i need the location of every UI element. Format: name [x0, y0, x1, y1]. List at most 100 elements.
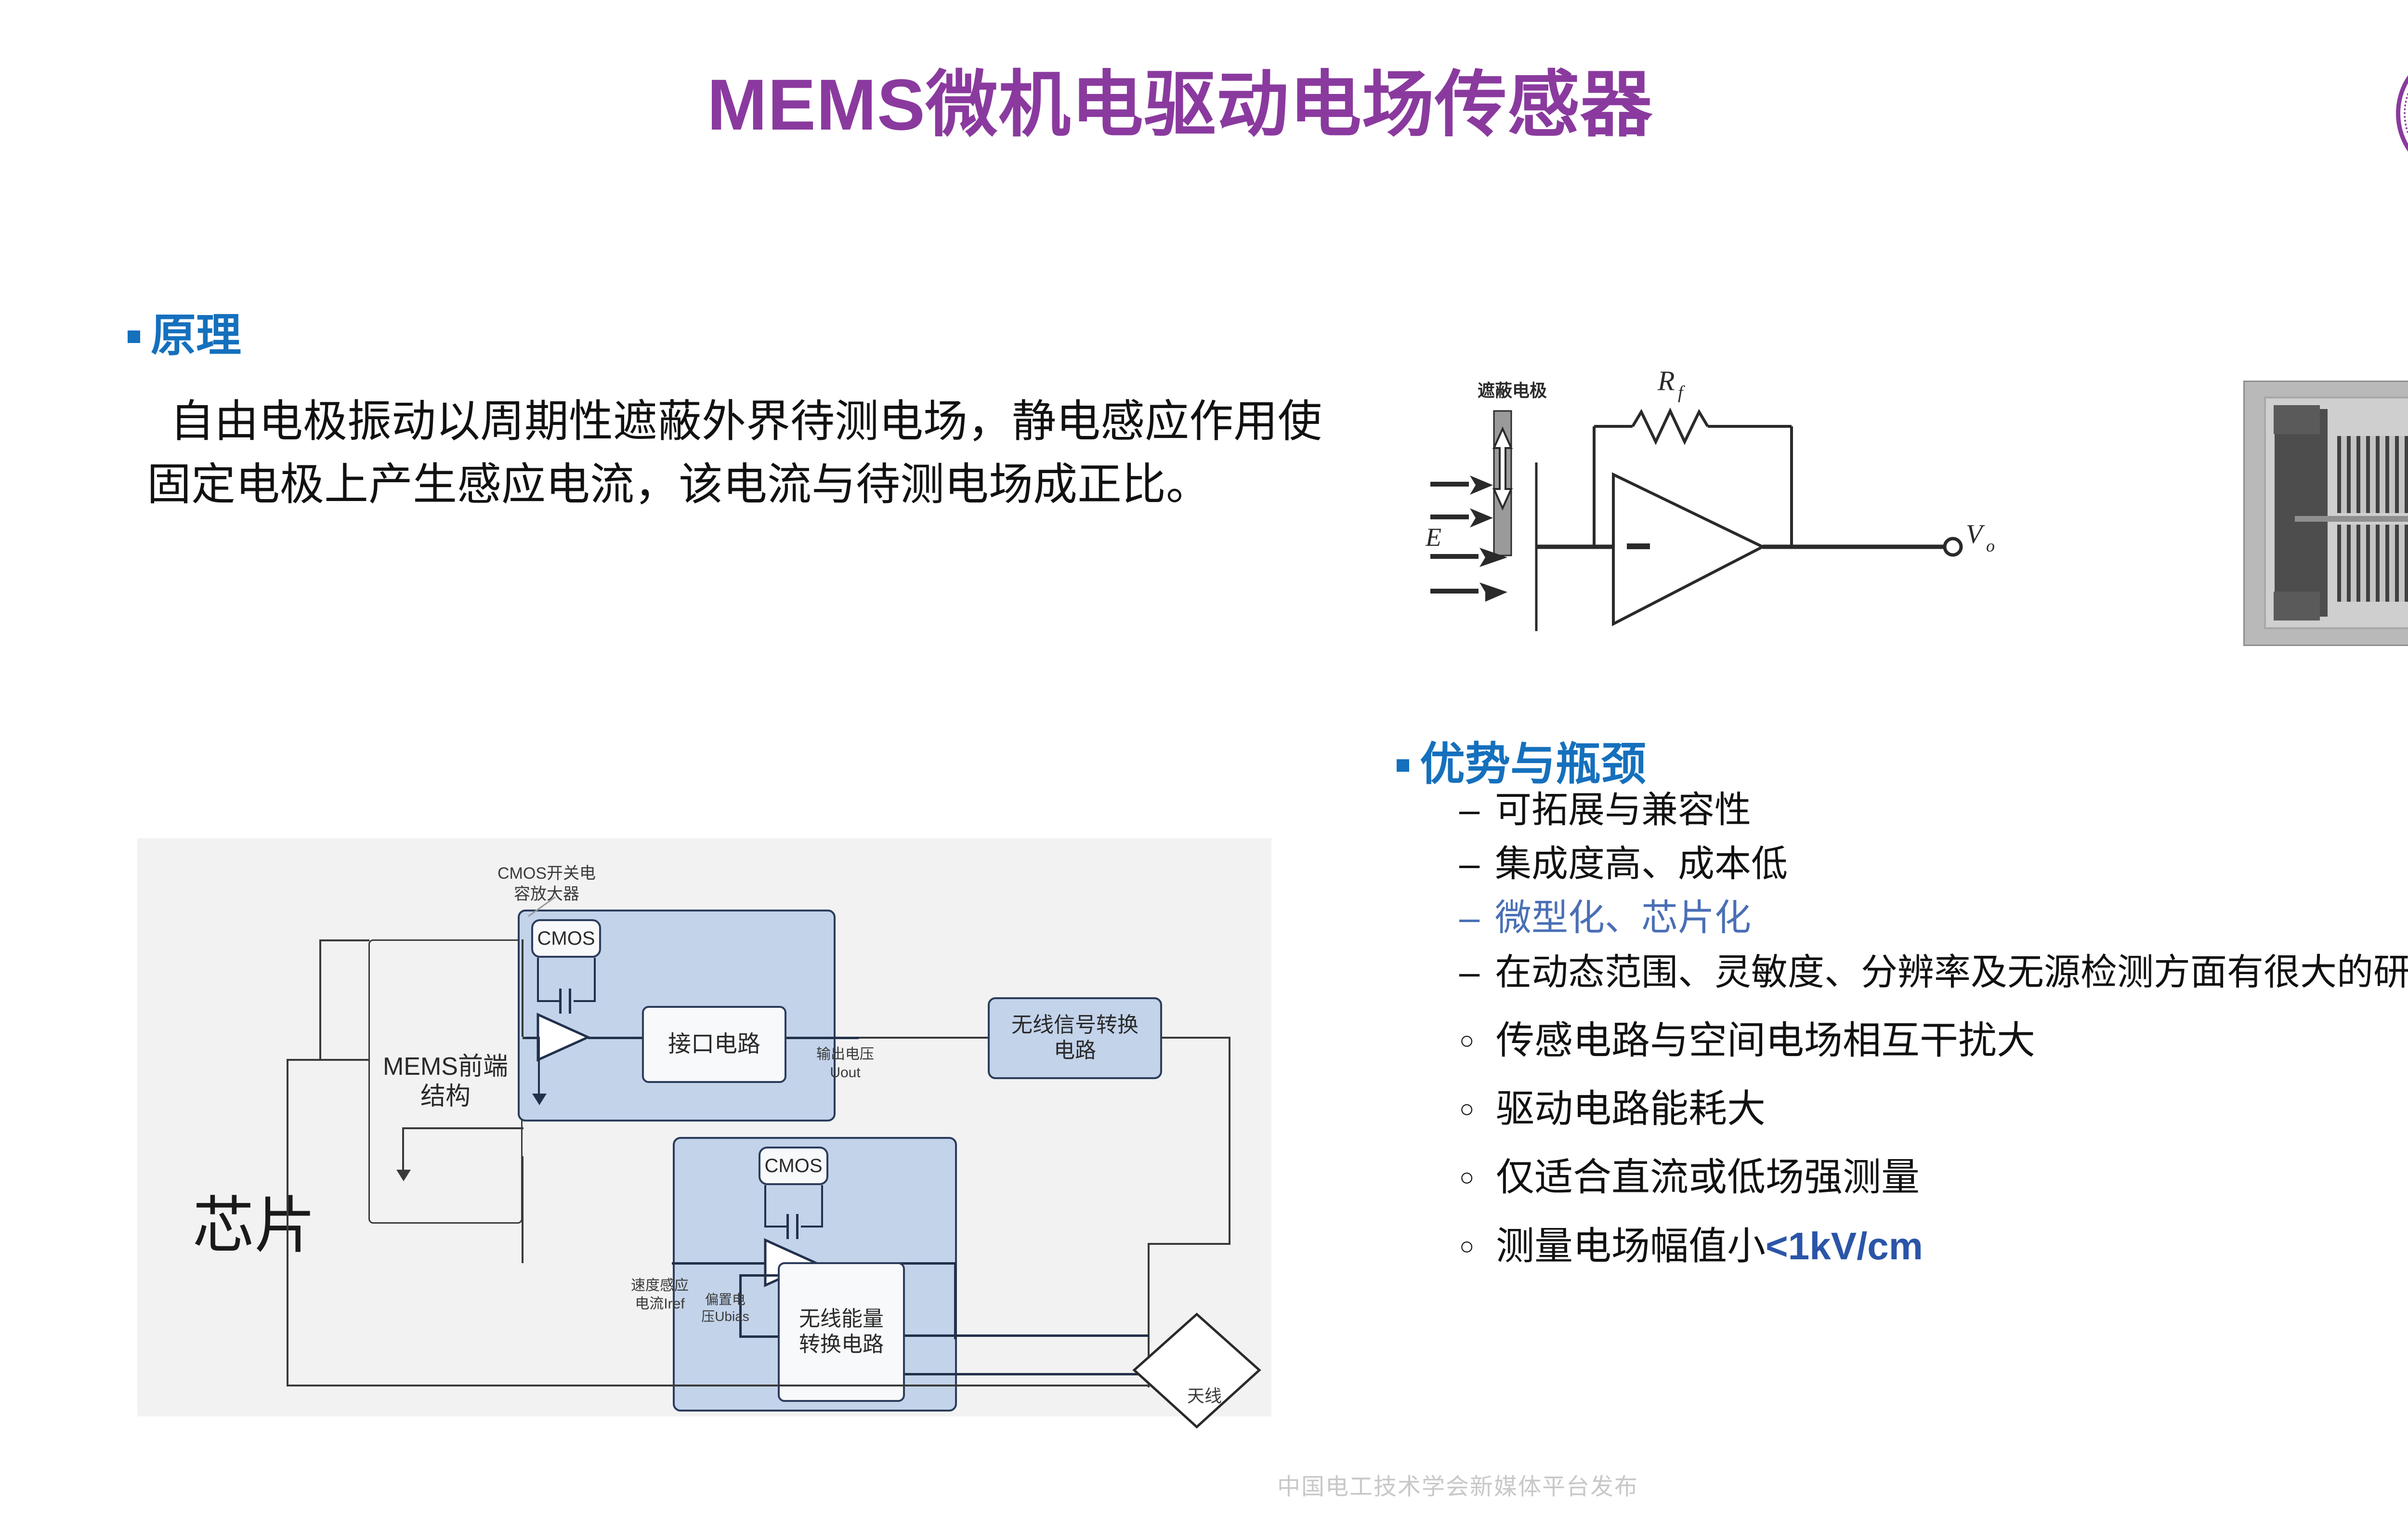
- dash-bullet-icon: –: [1459, 951, 1480, 993]
- cmos-amp-callout-label: CMOS开关电 容放大器: [474, 863, 619, 904]
- wireless-signal-line1: 无线信号转换: [1011, 1013, 1139, 1037]
- list-item-label: 在动态范围、灵敏度、分辨率及无源检测方面有很大的研究空间: [1495, 951, 2408, 993]
- cap-plate-b-top: [569, 989, 571, 1014]
- list-item-label: 驱动电路能耗大: [1496, 1087, 1766, 1131]
- wire-energy-out-1: [905, 1334, 1149, 1337]
- list-item: ○ 仅适合直流或低场强测量: [1459, 1154, 2408, 1201]
- circle-bullet-icon: ○: [1459, 1095, 1475, 1123]
- wire-interface-to-wireless: [786, 1037, 859, 1039]
- feedback-resistor-label: R: [1657, 365, 1675, 396]
- antenna-icon: [1132, 1312, 1261, 1429]
- sensor-circuit-schematic: E R f V o 遮蔽电极: [1425, 354, 2177, 653]
- wireless-energy-line2: 转换电路: [799, 1333, 884, 1356]
- list-item: – 在动态范围、灵敏度、分辨率及无源检测方面有很大的研究空间: [1459, 950, 2408, 995]
- ground-arrow-top: [532, 1094, 547, 1105]
- wireless-signal-line2: 电路: [1054, 1039, 1096, 1062]
- wire-mems-left-mid: [319, 1059, 369, 1061]
- list-item-label: 可拓展与兼容性: [1495, 790, 1751, 831]
- cmos-amp-leader-line: [528, 896, 556, 917]
- tsinghua-logo: 清华大学 ★ 1911 清華大學 Tsinghua University: [2396, 41, 2408, 185]
- wire-mems-to-amp: [523, 1037, 525, 1039]
- output-voltage-label: V: [1966, 519, 1985, 549]
- shield-electrode-label: 遮蔽电极: [1478, 381, 1547, 400]
- wire-wireless-right: [1162, 1037, 1230, 1039]
- wire-mems-lower-tail: [522, 1224, 523, 1262]
- wire-mems-return-bottom: [287, 1385, 1149, 1386]
- cmos-amp-label-line1: CMOS开关电: [497, 864, 596, 883]
- list-item-label: 测量电场幅值小<1kV/cm: [1496, 1223, 2408, 1269]
- circle-bullet-icon: ○: [1459, 1026, 1475, 1055]
- seal-year: 1911: [2396, 151, 2408, 163]
- list-item-label: 微型化、芯片化: [1495, 898, 1751, 939]
- section-heading-principle: 原理: [128, 299, 241, 364]
- cap-plate-a-bottom: [786, 1214, 789, 1239]
- wireless-signal-conversion-block: 无线信号转换 电路: [988, 997, 1162, 1079]
- dash-bullet-icon: –: [1459, 844, 1480, 885]
- wire-mems-left-vert: [319, 939, 321, 1060]
- sem-center-beam: [2295, 516, 2408, 522]
- bullet-square-icon: [128, 330, 140, 343]
- sem-rail-left: [2275, 409, 2328, 617]
- list-item-highlighted: – 微型化、芯片化: [1459, 896, 2408, 941]
- mems-sem-photo: [2243, 381, 2408, 646]
- field-limit-value: <1kV/cm: [1766, 1224, 1923, 1267]
- bias-voltage-callout: 偏置电 压Ubias: [694, 1291, 757, 1325]
- wireless-energy-line1: 无线能量: [799, 1307, 884, 1331]
- footer-publisher: 中国电工技术学会新媒体平台发布: [1277, 1474, 1638, 1500]
- cap-wire-left-bottom: [764, 1185, 766, 1227]
- mems-frontend-block: MEMS前端 结构: [368, 939, 523, 1224]
- feedback-resistor-subscript: f: [1678, 383, 1685, 403]
- antenna-label: 天线: [1187, 1386, 1222, 1406]
- dash-bullet-icon: –: [1459, 790, 1480, 831]
- wire-energy-out-2: [905, 1373, 1149, 1375]
- cap-wire-right-top: [594, 958, 596, 1001]
- sense-current-callout: 速度感应 电流Iref: [619, 1277, 701, 1313]
- wire-antenna-vert: [1148, 1243, 1150, 1387]
- list-item: ○ 测量电场幅值小<1kV/cm: [1459, 1223, 2408, 1269]
- cap-plate-b-bottom: [796, 1214, 798, 1239]
- mems-frontend-line2: 结构: [420, 1082, 471, 1110]
- wire-mems-right-vert: [522, 939, 523, 1037]
- section-heading-advantages: 优势与瓶颈: [1397, 727, 1646, 793]
- advantages-heading-label: 优势与瓶颈: [1420, 739, 1647, 789]
- wire-wireless-down: [1229, 1037, 1230, 1245]
- cmos-tag-bottom: CMOS: [759, 1147, 828, 1185]
- tsinghua-seal-icon: 清华大学 ★ 1911: [2396, 52, 2408, 175]
- sense-current-line2: 电流Iref: [635, 1295, 685, 1312]
- wire-mems-to-lower: [522, 1156, 523, 1263]
- amp-feedback-left-bottom: [739, 1274, 742, 1337]
- output-voltage-line1: 输出电压: [816, 1046, 874, 1062]
- sem-comb-bl: [2337, 525, 2408, 602]
- wireless-energy-conversion-block: 无线能量 转换电路: [778, 1262, 905, 1402]
- wire-to-wireless-signal: [859, 1037, 988, 1039]
- sem-anchor-bl: [2274, 592, 2320, 620]
- sense-current-line1: 速度感应: [631, 1278, 689, 1294]
- amp-output-wire-top: [588, 1037, 651, 1039]
- cap-wire-right-bottom: [821, 1185, 823, 1227]
- circle-bullet-icon: ○: [1459, 1163, 1475, 1192]
- amp-feedback-down-bottom: [954, 1262, 956, 1339]
- list-item: – 可拓展与兼容性: [1459, 788, 2408, 833]
- page-title: MEMS微机电驱动电场传感器: [707, 64, 1653, 145]
- cmos-amp-label-line2: 容放大器: [514, 884, 579, 903]
- output-voltage-line2: Uout: [830, 1064, 861, 1081]
- bias-voltage-line1: 偏置电: [705, 1292, 746, 1307]
- cap-lead-right-top: [574, 1000, 596, 1002]
- cmos-tag-top: CMOS: [531, 919, 601, 958]
- principle-body-text: 自由电极振动以周期性遮蔽外界待测电场，静电感应作用使固定电极上产生感应电流，该电…: [147, 397, 1322, 509]
- advantages-list: – 可拓展与兼容性 – 集成度高、成本低 – 微型化、芯片化 – 在动态范围、灵…: [1459, 788, 2408, 1269]
- list-item-text: 测量电场幅值小: [1496, 1224, 1766, 1267]
- sem-comb-tl: [2337, 436, 2408, 513]
- amp-input-wire-bottom: [672, 1262, 764, 1265]
- wire-to-antenna-top: [1148, 1243, 1230, 1245]
- cap-plate-a-top: [559, 989, 562, 1014]
- output-voltage-subscript: o: [1986, 536, 1995, 555]
- list-item-label: 仅适合直流或低场强测量: [1496, 1156, 1920, 1199]
- branch-arrow-icon: [396, 1170, 411, 1181]
- list-item-label: 集成度高、成本低: [1495, 844, 1788, 885]
- amp-feedback-bot-bottom: [739, 1335, 802, 1338]
- bias-voltage-line2: 压Ubias: [701, 1309, 749, 1324]
- list-item: ○ 驱动电路能耗大: [1459, 1086, 2408, 1132]
- system-block-diagram: 芯片 MEMS前端 结构 CMOS 接口电路: [137, 838, 1271, 1429]
